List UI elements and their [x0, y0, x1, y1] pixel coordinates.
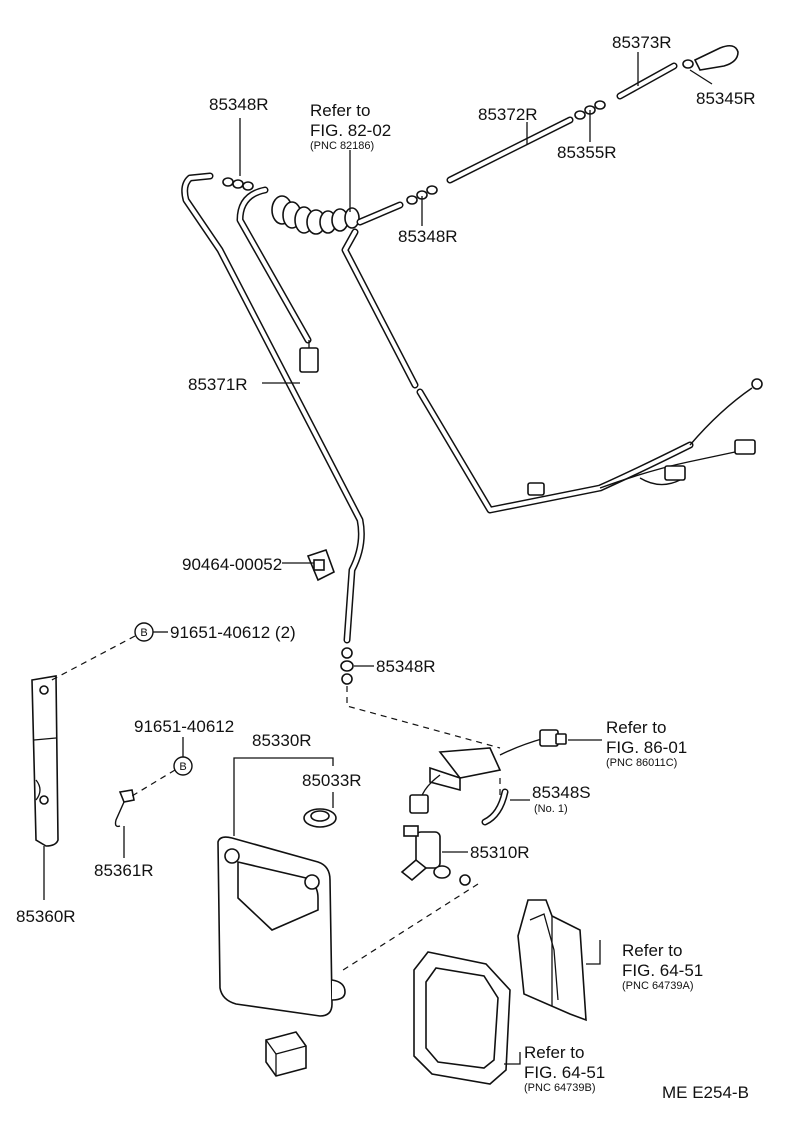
- dashed-leaders: [47, 635, 501, 973]
- label-85361R: 85361R: [94, 861, 154, 880]
- svg-text:(PNC 82186): (PNC 82186): [310, 140, 374, 152]
- corrugated-grommet-icon: [271, 195, 360, 235]
- label-85373R: 85373R: [612, 33, 672, 52]
- label-85348R-top: 85348R: [209, 95, 269, 114]
- clamp-90464-icon: [306, 548, 335, 582]
- svg-text:FIG. 64-51: FIG. 64-51: [524, 1063, 605, 1082]
- refer-fig-86-01: Refer to FIG. 86-01 (PNC 86011C): [606, 718, 687, 769]
- svg-text:Refer to: Refer to: [606, 718, 666, 737]
- filter-block-icon: [265, 1031, 307, 1077]
- label-85310R: 85310R: [470, 843, 530, 862]
- hose-connector-icon: [299, 347, 319, 373]
- label-85348S: 85348S: [532, 783, 591, 802]
- bracket-64739B-icon: [413, 951, 511, 1085]
- label-91651-40612-2: 91651-40612 (2): [170, 623, 296, 642]
- joint-85348R-low-icon: [340, 647, 354, 685]
- washer-motor-assembly-icon: [409, 729, 567, 814]
- leader-lines: [43, 52, 713, 1065]
- label-85372R: 85372R: [478, 105, 538, 124]
- pump-85310R-icon: [400, 825, 471, 886]
- hose-85371R: [181, 172, 365, 644]
- refer-fig-64-51-b: Refer to FIG. 64-51 (PNC 64739B): [524, 1043, 605, 1094]
- bolt-b-icon-2: B: [173, 756, 193, 776]
- hook-85361R-icon: [114, 789, 135, 828]
- label-85371R: 85371R: [188, 375, 248, 394]
- joint-85348R-top-icon: [222, 177, 254, 191]
- svg-text:B: B: [179, 761, 186, 773]
- nozzle-85345R-icon: [682, 44, 739, 71]
- svg-text:FIG. 86-01: FIG. 86-01: [606, 738, 687, 757]
- svg-text:Refer to: Refer to: [622, 941, 682, 960]
- label-85033R: 85033R: [302, 771, 362, 790]
- hose-85372R: [446, 116, 574, 184]
- svg-text:FIG. 82-02: FIG. 82-02: [310, 121, 391, 140]
- svg-text:B: B: [140, 627, 147, 639]
- hose-85373R: [616, 62, 678, 100]
- label-90464-00052: 90464-00052: [182, 555, 282, 574]
- svg-text:(PNC 64739B): (PNC 64739B): [524, 1082, 596, 1094]
- svg-text:Refer to: Refer to: [310, 101, 370, 120]
- label-85360R: 85360R: [16, 907, 76, 926]
- label-91651-40612: 91651-40612: [134, 717, 234, 736]
- diagram-code: ME E254-B: [662, 1083, 749, 1102]
- refer-fig-64-51-a: Refer to FIG. 64-51 (PNC 64739A): [622, 941, 703, 992]
- svg-text:Refer to: Refer to: [524, 1043, 584, 1062]
- bracket-85360R-icon: [31, 675, 59, 847]
- svg-text:(PNC 64739A): (PNC 64739A): [622, 980, 694, 992]
- cap-85033R-icon: [303, 808, 337, 828]
- label-85330R: 85330R: [252, 731, 312, 750]
- hose-upper-right-run: [236, 186, 312, 344]
- bolt-b-icon-1: B: [134, 622, 154, 642]
- svg-text:FIG. 64-51: FIG. 64-51: [622, 961, 703, 980]
- label-85348S-note: (No. 1): [534, 803, 568, 815]
- svg-text:(PNC 86011C): (PNC 86011C): [606, 757, 677, 769]
- hose-85348S-icon: [481, 788, 509, 826]
- bracket-64739A-icon: [517, 899, 587, 1022]
- label-85345R: 85345R: [696, 89, 756, 108]
- hose-rear-run: [341, 228, 694, 514]
- wiring-harness-right: [527, 378, 763, 496]
- washer-tank-85330R-icon: [217, 836, 346, 1017]
- label-85355R: 85355R: [557, 143, 617, 162]
- label-85348R-mid: 85348R: [398, 227, 458, 246]
- refer-fig-82-02: Refer to FIG. 82-02 (PNC 82186): [310, 101, 391, 152]
- label-85348R-low: 85348R: [376, 657, 436, 676]
